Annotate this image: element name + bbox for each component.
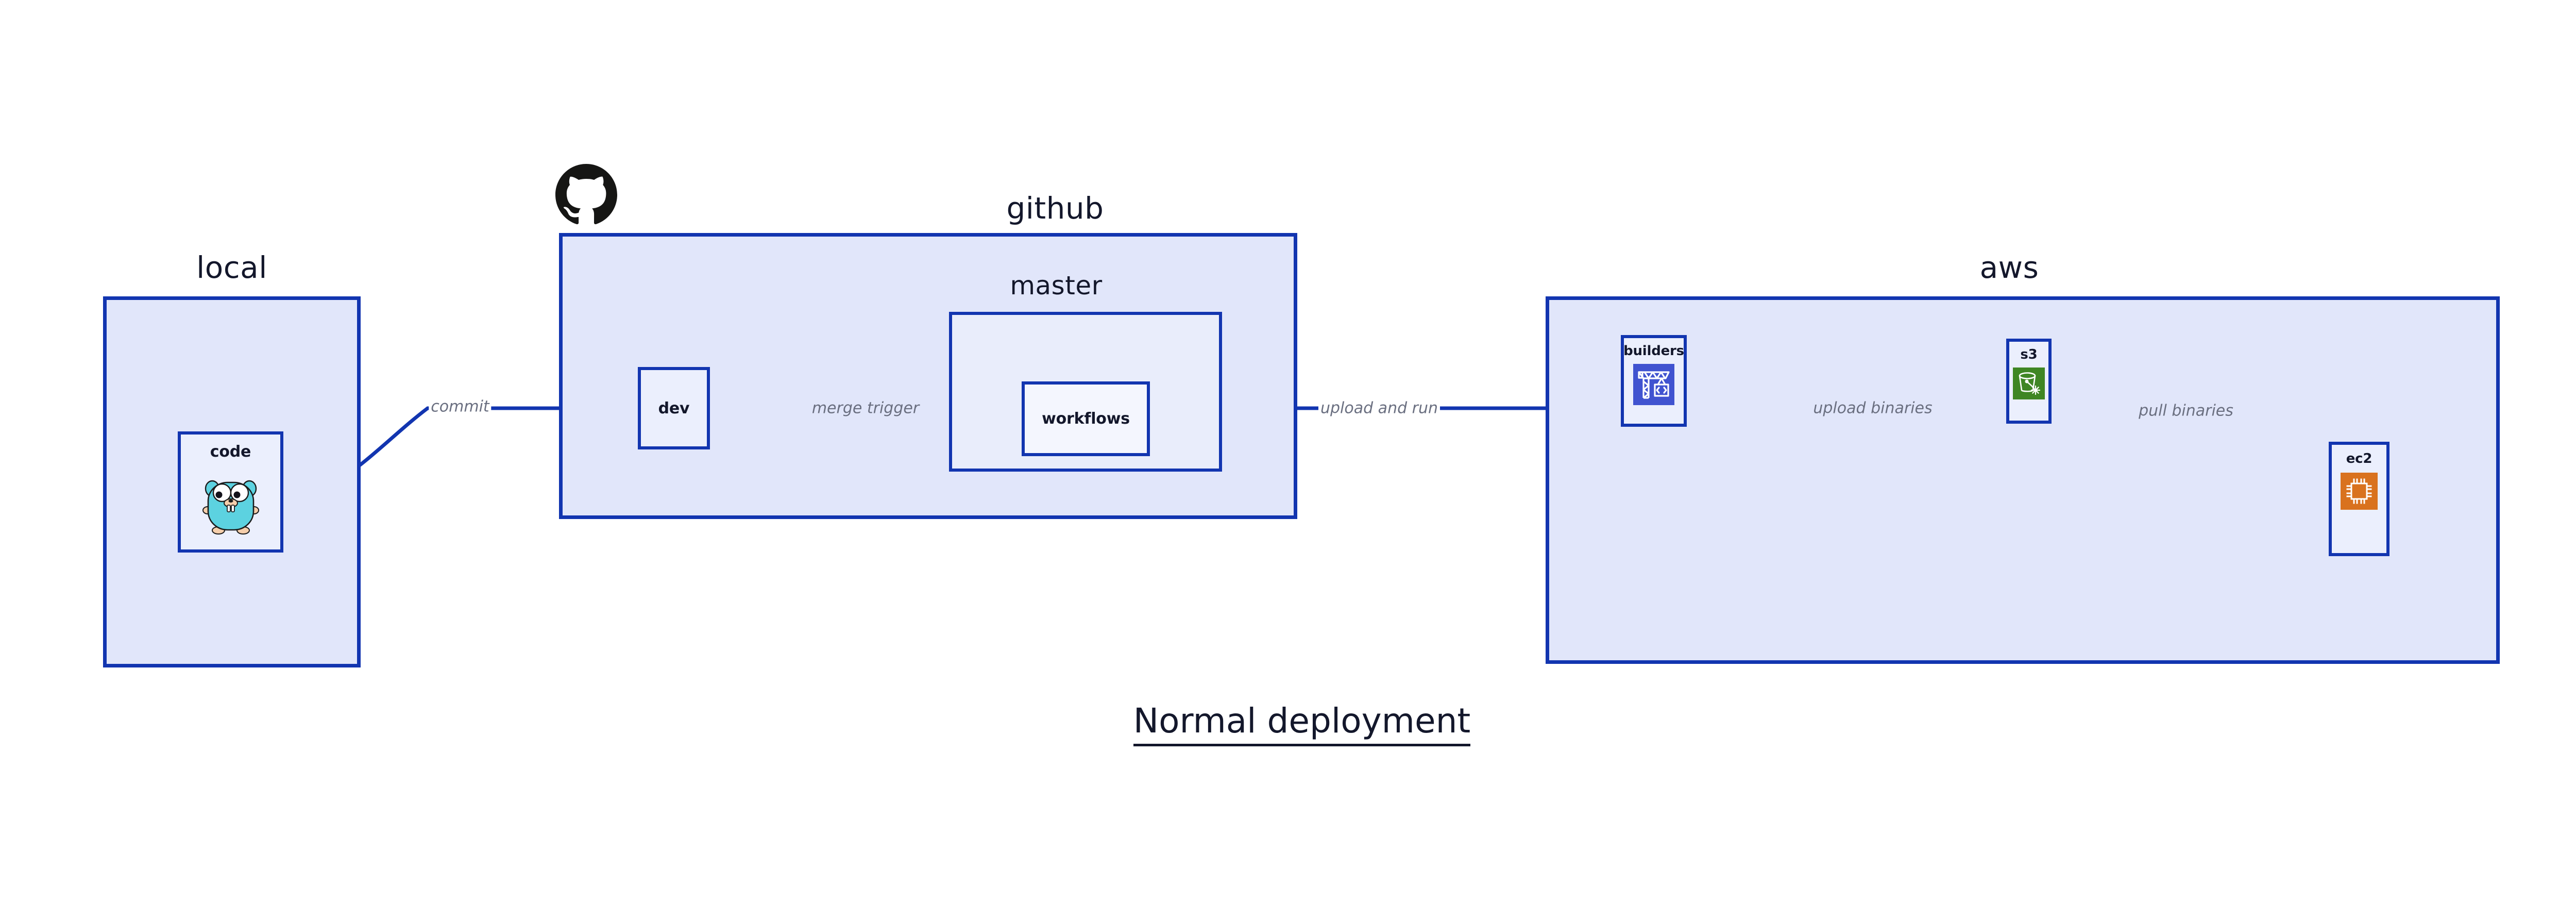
github-octocat-logo [555, 164, 617, 228]
node-workflows-label: workflows [1042, 410, 1130, 428]
node-workflows[interactable]: workflows [1022, 381, 1150, 456]
edge-label-upload-and-run: upload and run [1318, 399, 1440, 417]
edge-label-pull-binaries: pull binaries [2137, 402, 2235, 420]
group-label-local: local [196, 250, 267, 285]
node-ec2[interactable]: ec2 [2329, 442, 2389, 556]
group-label-github: github [1006, 191, 1104, 226]
node-dev[interactable]: dev [638, 367, 710, 449]
go-gopher-icon [201, 468, 261, 538]
aws-ec2-chip-icon [2341, 473, 2378, 512]
node-builders[interactable]: builders [1621, 335, 1687, 427]
node-ec2-label: ec2 [2346, 451, 2372, 466]
node-s3-label: s3 [2020, 347, 2038, 362]
node-s3[interactable]: s3 [2006, 339, 2052, 424]
group-label-aws: aws [1979, 250, 2039, 285]
node-dev-label: dev [658, 399, 690, 417]
edge-label-commit: commit [429, 397, 492, 416]
edge-label-upload-binaries: upload binaries [1811, 399, 1935, 417]
aws-codebuild-crane-icon [1633, 364, 1674, 407]
aws-s3-glacier-bucket-icon [2013, 368, 2045, 402]
edge-label-merge-trigger: merge trigger [809, 399, 922, 417]
node-code[interactable]: code [178, 431, 283, 553]
diagram-caption: Normal deployment [0, 701, 2576, 746]
subgroup-label-master: master [1010, 271, 1103, 300]
node-code-label: code [210, 443, 251, 461]
diagram-caption-text: Normal deployment [1133, 701, 1471, 746]
node-builders-label: builders [1623, 343, 1684, 359]
